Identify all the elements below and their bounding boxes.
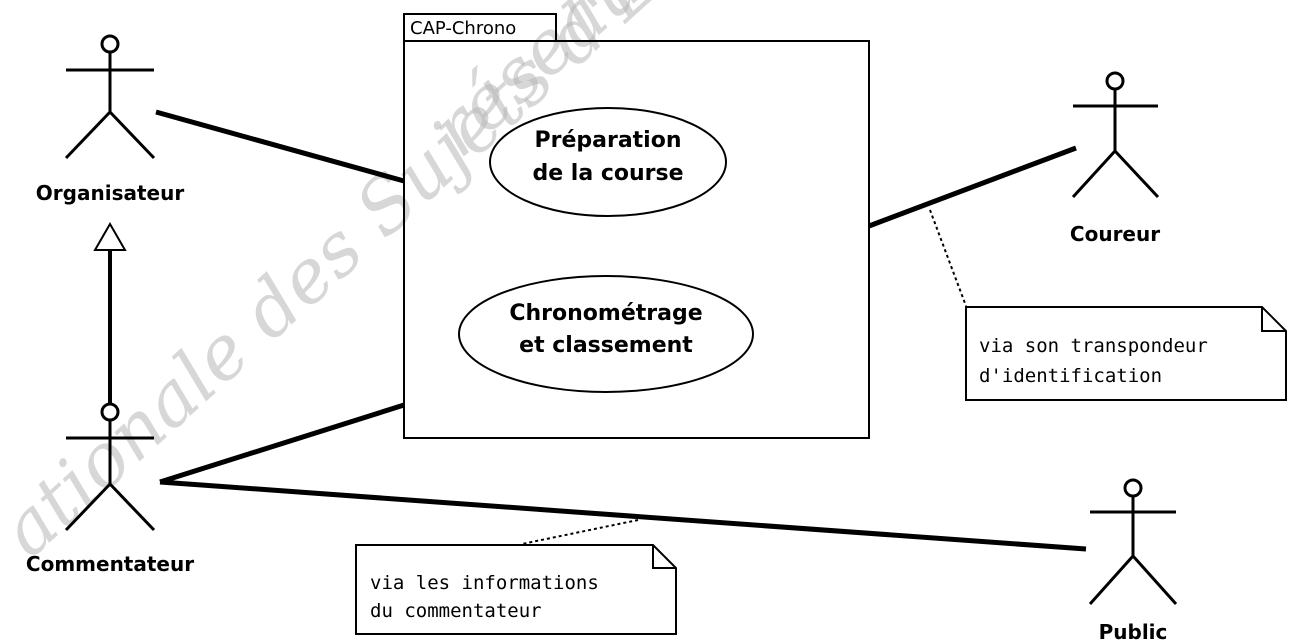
actor-label-coureur: Coureur — [1070, 222, 1160, 246]
note-commentateur-fold-icon — [652, 545, 676, 569]
association-commentateur-system — [159, 402, 405, 485]
system-name: CAP-Chrono — [410, 18, 516, 39]
system-label-box — [403, 13, 557, 42]
use-case-preparation-line-2: de la course — [532, 161, 683, 186]
actor-coureur: Coureur — [1070, 71, 1160, 246]
note-commentateur-connector — [521, 519, 639, 545]
actor-commentateur: Commentateur — [26, 402, 194, 576]
association-coureur-system — [868, 145, 1077, 229]
use-case-chronometrage-line-1: Chronométrage — [509, 301, 702, 326]
actor-label-public: Public — [1099, 620, 1168, 643]
note-coureur-line-2: d'identification — [979, 365, 1162, 387]
note-coureur-line-1: via son transpondeur — [979, 335, 1208, 357]
use-case-chronometrage-line-2: et classement — [519, 333, 693, 358]
stick-figure-icon — [64, 34, 156, 160]
note-coureur: via son transpondeur d'identification — [929, 209, 1287, 401]
system-boundary-box — [403, 40, 870, 439]
stick-figure-icon — [64, 402, 156, 532]
generalization-commentateur-organisateur — [93, 221, 127, 404]
note-commentateur-line-2: du commentateur — [370, 600, 542, 622]
stick-figure-icon — [1071, 71, 1160, 199]
actor-label-organisateur: Organisateur — [36, 181, 185, 205]
system-boundary: CAP-Chrono — [403, 13, 870, 439]
use-case-preparation-line-1: Préparation — [534, 128, 681, 153]
use-case-chronometrage: Chronométrage et classement — [458, 275, 754, 393]
generalization-arrowhead — [93, 221, 127, 251]
note-commentateur: via les informations du commentateur — [355, 519, 677, 635]
association-commentateur-public — [159, 479, 1087, 552]
associations — [155, 109, 1087, 552]
note-coureur-box — [965, 306, 1287, 401]
stick-figure-icon — [1088, 478, 1178, 606]
note-commentateur-line-1: via les informations — [370, 572, 599, 594]
note-coureur-connector — [929, 209, 967, 307]
actor-public: Public — [1088, 478, 1178, 643]
note-coureur-fold-icon — [1261, 307, 1286, 332]
use-case-chronometrage-ellipse — [458, 275, 754, 393]
association-organisateur-system — [155, 109, 405, 184]
actor-label-commentateur: Commentateur — [26, 552, 194, 576]
note-commentateur-box — [355, 544, 677, 635]
use-case-preparation-ellipse — [489, 107, 727, 217]
use-case-preparation: Préparation de la course — [489, 107, 727, 217]
actor-organisateur: Organisateur — [36, 34, 185, 205]
